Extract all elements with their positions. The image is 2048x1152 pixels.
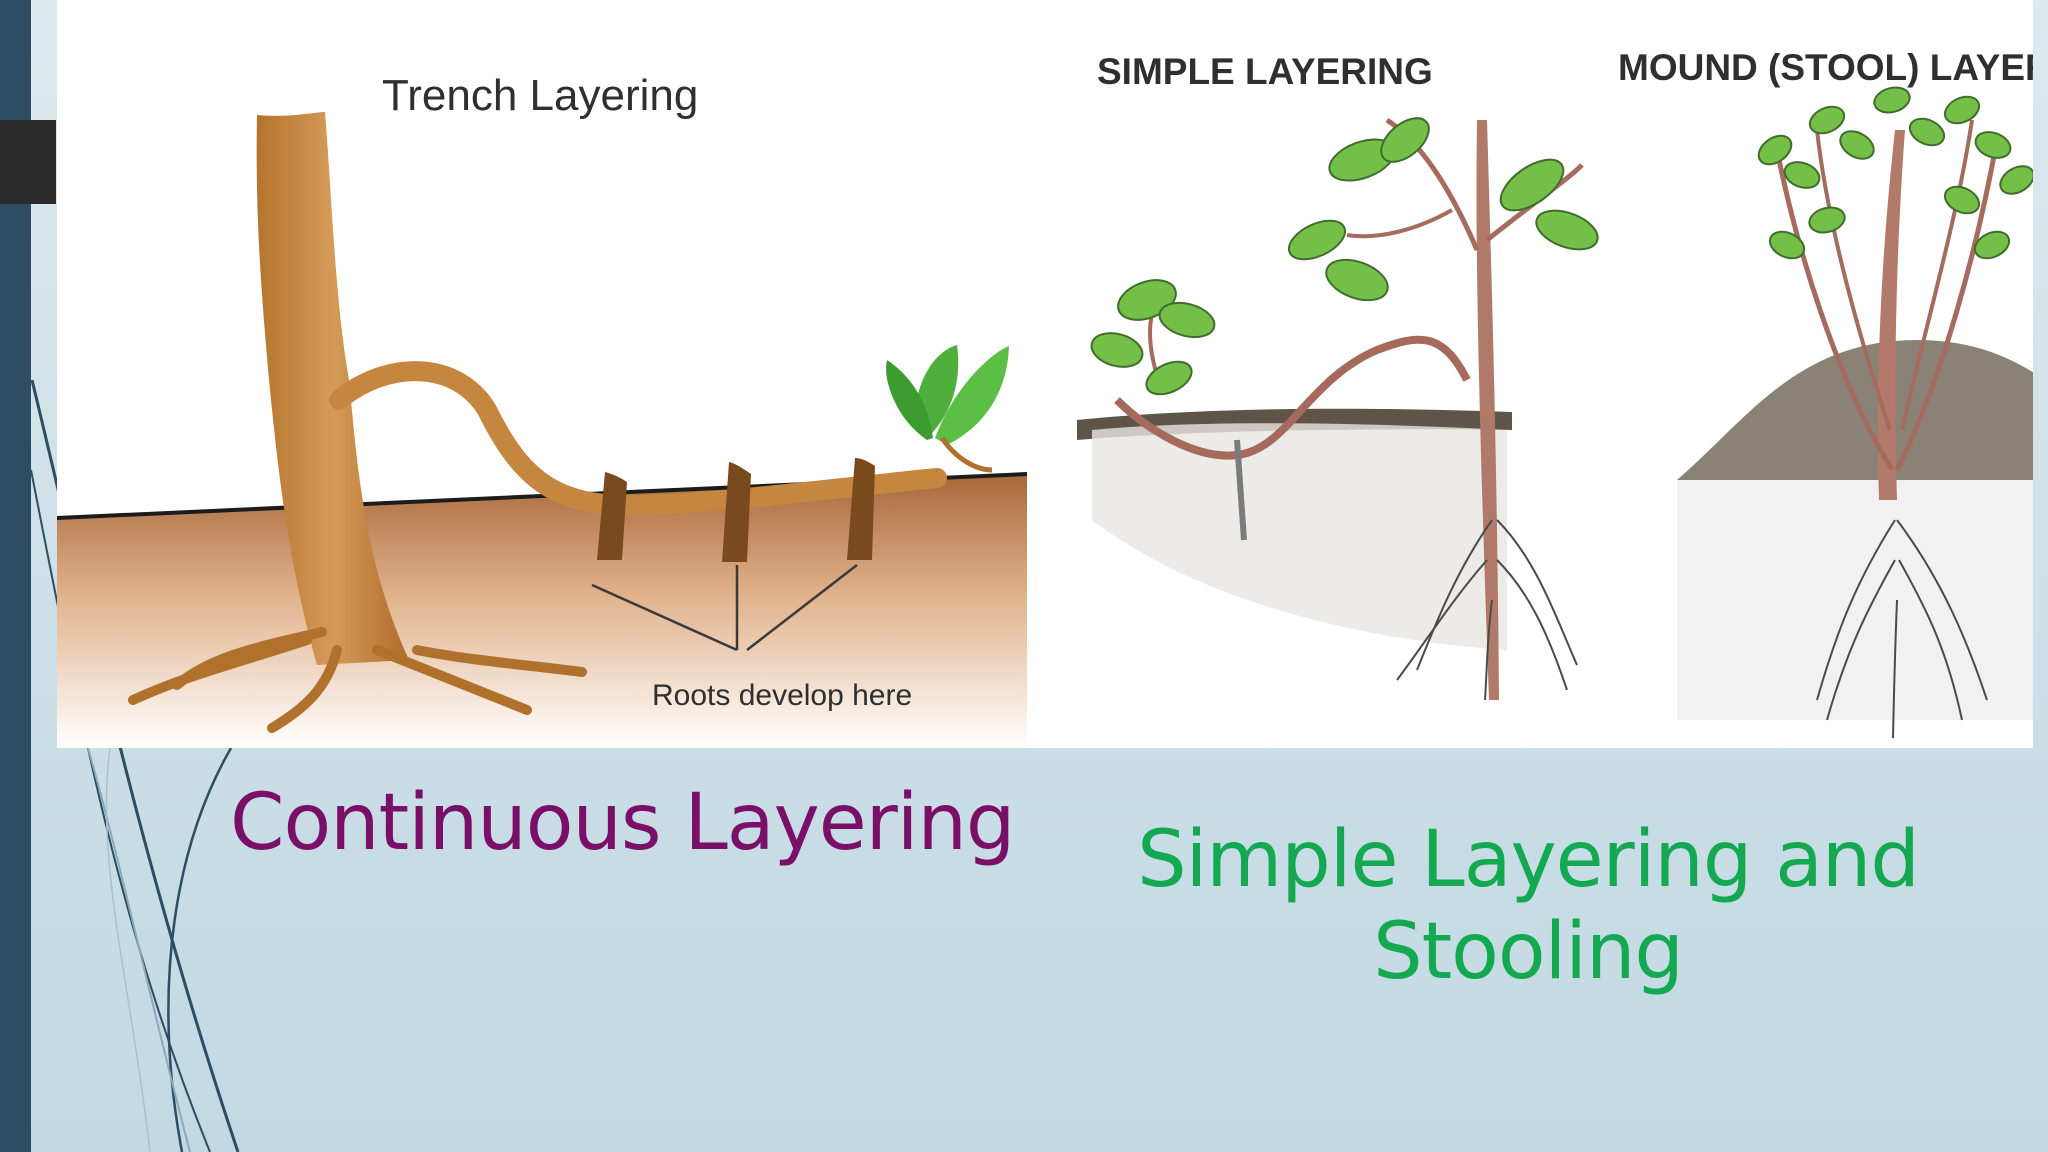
- continuous-layering-caption: Continuous Layering: [230, 778, 1015, 868]
- layering-image-panel: Trench Layering Roots develop here: [57, 0, 2033, 748]
- parent-trunk: [256, 112, 409, 665]
- roots-develop-label: Roots develop here: [652, 679, 912, 712]
- left-tab-marker: [0, 120, 56, 204]
- mound-leaves: [1757, 86, 2033, 260]
- mound-layering-title: MOUND (STOOL) LAYERING: [1618, 47, 2033, 88]
- simple-leaves: [1090, 117, 1599, 396]
- mound-roots: [1816, 519, 1988, 739]
- bent-layered-stem: [329, 361, 947, 516]
- trench-layering-title: Trench Layering: [382, 71, 698, 120]
- simple-layering-caption-line-2: Stooling: [1373, 907, 1684, 997]
- simple-layering-scene: SIMPLE LAYERING: [1077, 51, 1599, 701]
- parent-roots: [128, 627, 587, 733]
- simple-layering-caption-line-1: Simple Layering and: [1137, 815, 1920, 905]
- leaf-cluster-trench: [886, 345, 1009, 473]
- new-shoots: [597, 458, 875, 562]
- simple-layering-title: SIMPLE LAYERING: [1097, 51, 1433, 92]
- simple-layering-caption: Simple Layering and Stooling: [1118, 814, 1938, 998]
- simple-stake: [1234, 439, 1247, 541]
- trench-layering-scene: Trench Layering Roots develop here: [57, 71, 1028, 748]
- mound-soil: [1677, 340, 2033, 480]
- layering-illustration: Trench Layering Roots develop here: [57, 47, 2033, 748]
- simple-soil-body: [1092, 423, 1507, 650]
- roots-pointer-lines: [591, 564, 858, 652]
- mound-base: [1677, 480, 2033, 720]
- mound-layering-scene: MOUND (STOOL) LAYERING: [1618, 47, 2033, 739]
- simple-roots: [1396, 519, 1578, 701]
- simple-bent-branch: [1114, 335, 1471, 460]
- simple-parent-stem: [1476, 120, 1499, 700]
